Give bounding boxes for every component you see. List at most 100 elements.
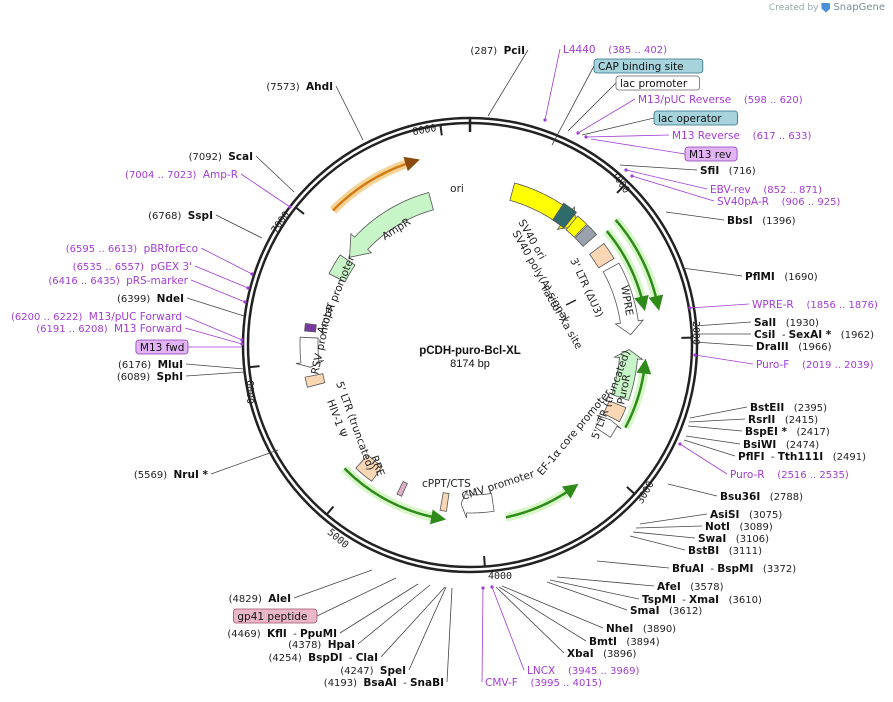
site-label-lacprom: lac promoter bbox=[615, 75, 700, 91]
site-part: RsrII bbox=[748, 414, 775, 426]
site-label-pflfi: PflFI - Tth111I (2491) bbox=[738, 451, 866, 463]
site-text-m13rev: M13 rev bbox=[689, 149, 732, 161]
site-part: - bbox=[676, 595, 689, 606]
site-text-hpai: (4378) HpaI bbox=[288, 639, 355, 651]
leader-mlui bbox=[185, 363, 245, 370]
lentivector-outer-arc bbox=[343, 467, 447, 525]
site-part: SfiI bbox=[700, 165, 719, 177]
leader-m13puc_rev bbox=[577, 98, 636, 134]
site-label-nhei: NheI (3890) bbox=[606, 623, 676, 635]
leader-nrui bbox=[210, 449, 279, 475]
site-text-xbai: XbaI (3896) bbox=[567, 648, 636, 660]
leader-pflmi bbox=[681, 267, 743, 277]
leader-gp41 bbox=[316, 577, 397, 617]
site-text-sali: SalI (1930) bbox=[754, 317, 819, 329]
primer-mark-l4440 bbox=[543, 118, 547, 122]
site-part: NdeI bbox=[157, 293, 184, 305]
site-text-m13puc_fwd: (6200 .. 6222) M13/pUC Forward bbox=[11, 311, 182, 323]
leader-m13forward bbox=[184, 327, 243, 345]
site-text-scai: (7092) ScaI bbox=[189, 151, 253, 163]
leader-m13reverse bbox=[585, 134, 670, 138]
site-text-pflmi: PflMI (1690) bbox=[745, 271, 818, 283]
site-part: (3896) bbox=[594, 649, 637, 660]
site-label-cap: CAP binding site bbox=[593, 58, 704, 74]
site-text-sfii: SfiI (716) bbox=[700, 165, 756, 177]
site-part: (1856 .. 1876) bbox=[794, 300, 878, 311]
site-label-pcii: (287) PciI bbox=[470, 45, 525, 57]
site-part: LNCX bbox=[527, 665, 555, 677]
site-label-bsu36i: Bsu36I (2788) bbox=[720, 491, 803, 503]
sv40-grey-feature bbox=[574, 224, 598, 247]
feature-box-cap bbox=[593, 58, 704, 74]
feature-box-lacop bbox=[653, 110, 738, 126]
site-text-m13puc_rev: M13/pUC Reverse (598 .. 620) bbox=[638, 94, 803, 106]
site-part: DraIII bbox=[756, 341, 789, 353]
site-part: KflI bbox=[267, 628, 287, 640]
site-part: (3111) bbox=[719, 546, 762, 557]
site-part: (4193) bbox=[324, 678, 357, 689]
rsv-tag-feature bbox=[304, 322, 317, 333]
site-part: (7004 .. 7023) bbox=[125, 170, 197, 181]
site-label-alei: (4829) AleI bbox=[229, 593, 291, 605]
site-labels: (287) PciI L4440 (385 .. 402) CAP binding … bbox=[11, 44, 878, 689]
site-part: (4254) bbox=[269, 653, 302, 664]
ltr5l-feature bbox=[304, 373, 326, 388]
site-text-tspmi: TspMI - XmaI (3610) bbox=[642, 594, 762, 606]
site-text-purof: Puro-F (2019 .. 2039) bbox=[756, 359, 874, 371]
ampr-orange-arc bbox=[332, 156, 420, 212]
site-part: SphI bbox=[157, 371, 183, 383]
leader-bsu36i bbox=[667, 483, 718, 497]
site-part: (2417) bbox=[787, 427, 830, 438]
site-text-pcii: (287) PciI bbox=[470, 45, 525, 57]
primer-mark-wprer bbox=[688, 306, 692, 310]
site-label-m13puc_fwd: (6200 .. 6222) M13/pUC Forward bbox=[11, 311, 182, 323]
leader-noti bbox=[635, 525, 703, 529]
site-part: PpuMI bbox=[300, 628, 337, 640]
leader-prsmarker bbox=[190, 279, 246, 303]
site-part: - bbox=[287, 629, 300, 640]
site-part: BsiWI bbox=[743, 439, 776, 451]
feature-box-m13fwd bbox=[135, 339, 189, 355]
site-label-m13reverse: M13 Reverse (617 .. 633) bbox=[672, 130, 811, 142]
site-text-afei: AfeI (3578) bbox=[657, 581, 724, 593]
site-part: (6535 .. 6557) bbox=[73, 262, 145, 273]
site-part: BmtI bbox=[589, 636, 617, 648]
site-part: (385 .. 402) bbox=[596, 45, 668, 56]
site-label-afei: AfeI (3578) bbox=[657, 581, 724, 593]
site-label-bmti: BmtI (3894) bbox=[589, 636, 660, 648]
tick-label-7000: 7000 bbox=[270, 210, 293, 236]
site-part: (6191 .. 6208) bbox=[36, 324, 108, 335]
site-part: (3945 .. 3969) bbox=[555, 666, 639, 677]
site-part: BstEII bbox=[750, 402, 784, 414]
leader-bsteii bbox=[689, 406, 748, 419]
site-part: WPRE-R bbox=[752, 299, 794, 311]
site-part: XbaI bbox=[567, 648, 594, 660]
leader-sv40par bbox=[631, 175, 715, 202]
snapgene-logo-icon bbox=[821, 2, 831, 13]
site-part: (2395) bbox=[784, 403, 827, 414]
site-text-lacprom: lac promoter bbox=[620, 78, 688, 90]
site-part: AsiSI bbox=[710, 509, 739, 521]
primer-mark-m13forward bbox=[240, 342, 244, 346]
site-text-cmvf: CMV-F (3995 .. 4015) bbox=[485, 677, 602, 689]
site-part: L4440 bbox=[563, 44, 596, 56]
site-part: gp41 peptide bbox=[237, 611, 307, 623]
site-text-bsu36i: Bsu36I (2788) bbox=[720, 491, 803, 503]
site-text-bbsi: BbsI (1396) bbox=[727, 215, 796, 227]
site-text-alei: (4829) AleI bbox=[229, 593, 291, 605]
site-text-asisi: AsiSI (3075) bbox=[710, 509, 782, 521]
primer-mark-sv40par bbox=[630, 174, 634, 178]
site-part: - bbox=[343, 653, 356, 664]
leader-sali bbox=[693, 321, 752, 327]
leader-l4440 bbox=[544, 48, 561, 121]
site-part: (3610) bbox=[719, 595, 762, 606]
leader-bsaai bbox=[446, 587, 453, 683]
site-label-ndei: (6399) NdeI bbox=[117, 293, 184, 305]
leader-bbsi bbox=[665, 211, 725, 221]
site-part: (906 .. 925) bbox=[769, 197, 841, 208]
site-label-csii: CsiI - SexAI * (1962) bbox=[754, 329, 874, 341]
site-label-m13puc_rev: M13/pUC Reverse (598 .. 620) bbox=[638, 94, 803, 106]
site-part: SnaBI bbox=[410, 677, 444, 689]
site-part: M13 fwd bbox=[140, 342, 185, 354]
